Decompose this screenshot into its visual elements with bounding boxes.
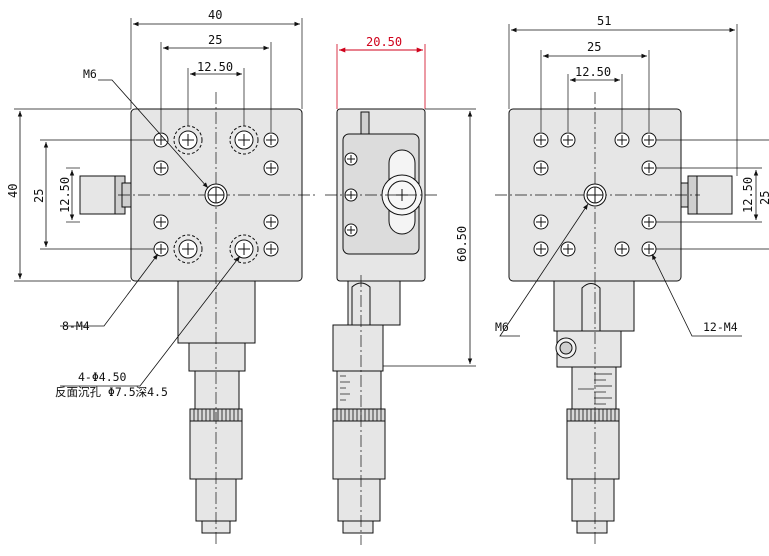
right-label-center: M6 — [495, 320, 509, 334]
left-dim-v-holes: 25 — [32, 189, 46, 203]
left-label-center: M6 — [83, 67, 97, 81]
right-dim-v-holes: 25 — [758, 191, 769, 205]
side-lower-body — [332, 324, 384, 372]
left-label-counterbore-1: 4-Φ4.50 — [78, 370, 127, 384]
right-view — [495, 24, 769, 545]
right-dim-inner: 12.50 — [575, 65, 611, 79]
left-dim-height: 40 — [6, 184, 20, 198]
right-micrometer-sleeve — [571, 366, 617, 410]
side-dim-depth: 20.50 — [366, 35, 402, 49]
left-dim-width: 40 — [208, 8, 222, 22]
left-dim-holes: 25 — [208, 33, 222, 47]
right-lock-knob — [696, 175, 733, 215]
left-lower-body — [177, 280, 256, 344]
right-tapped-holes — [533, 132, 657, 257]
right-dim-v-inner: 12.50 — [741, 177, 755, 213]
left-view — [14, 18, 315, 545]
right-label-tapped: 12-M4 — [703, 320, 738, 334]
left-counterbore-holes — [173, 125, 259, 264]
left-dim-v-inner: 12.50 — [58, 177, 72, 213]
left-label-counterbore-2: 反面沉孔 Φ7.5深4.5 — [55, 385, 168, 399]
right-dim-holes: 25 — [587, 40, 601, 54]
left-micrometer-sleeve — [194, 370, 240, 410]
left-dim-inner: 12.50 — [197, 60, 233, 74]
left-label-tapped: 8-M4 — [62, 319, 90, 333]
right-dim-width: 51 — [597, 14, 611, 28]
side-view — [325, 44, 476, 545]
side-micrometer-sleeve — [336, 370, 382, 410]
left-tapped-holes — [153, 132, 279, 257]
side-dim-height: 60.50 — [455, 226, 469, 262]
